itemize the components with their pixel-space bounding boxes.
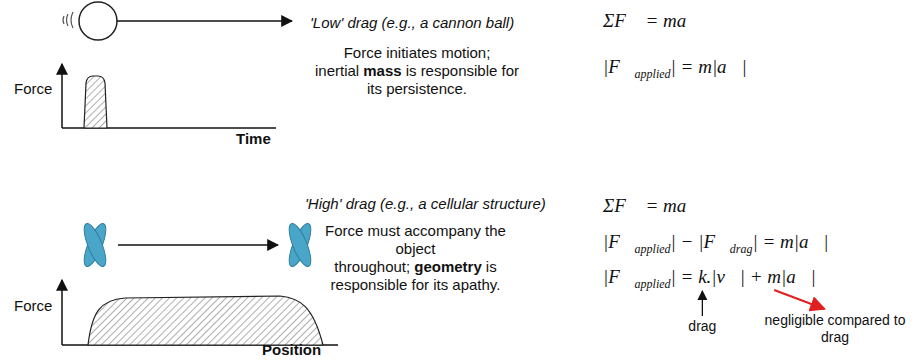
equation: | = m|a⃗| (752, 231, 828, 252)
subscript: applied (635, 277, 671, 291)
text-group: Force (14, 80, 52, 97)
motion-arrow (118, 244, 278, 246)
equation: ΣF⃗ = ma⃗ (603, 195, 701, 216)
equation: |F⃗ (603, 266, 635, 287)
text-group: 'High' drag (e.g., a cellular structure) (305, 195, 546, 212)
subscript: applied (635, 242, 671, 256)
force-position-graph (62, 280, 338, 345)
text-group: ΣF⃗ = ma⃗ (603, 195, 701, 217)
axis-label: Time (236, 130, 271, 147)
equation: | = m|a⃗| (671, 56, 747, 77)
text-group: 'Low' drag (e.g., a cannon ball) (310, 14, 514, 31)
description: geometry (414, 258, 482, 275)
heading: 'High' drag (e.g., a cellular structure) (305, 195, 546, 212)
axis-label: Force (14, 297, 52, 314)
heading: 'Low' drag (e.g., a cannon ball) (310, 14, 514, 31)
text-group: Force must accompany the object througho… (318, 222, 513, 294)
text-group: Time (236, 130, 271, 147)
equation: |F⃗ (603, 231, 635, 252)
axis-label: Force (14, 80, 52, 97)
text-group: |F⃗applied| = m|a⃗| (603, 56, 747, 82)
description: mass (363, 62, 401, 79)
subscript: applied (635, 67, 671, 81)
cannon-ball (63, 2, 292, 40)
leader-line (702, 291, 703, 316)
text-group: Force initiates motion; inertialmassis r… (312, 44, 522, 98)
text-group: Position (262, 341, 321, 358)
text-group: |F⃗applied| − |F⃗drag| = m|a⃗| (603, 231, 828, 257)
text-group: negligible compared to drag (760, 312, 910, 346)
subscript: drag (730, 242, 753, 256)
axis-label: Position (262, 341, 321, 358)
text-group: drag (688, 318, 716, 335)
annotation: negligible compared to drag (765, 312, 906, 345)
equation: ΣF⃗ = ma⃗ (603, 10, 701, 31)
text-group: ΣF⃗ = ma⃗ (603, 10, 701, 32)
equation: | − |F⃗ (671, 231, 730, 252)
equation: | = k.|v⃗| + m|a⃗| (671, 266, 816, 287)
leader-line (774, 290, 824, 309)
force-time-graph (62, 64, 276, 128)
text-group: |F⃗applied| = k.|v⃗| + m|a⃗| (603, 266, 816, 292)
cellular-structure (285, 221, 315, 269)
text-group: Force (14, 297, 52, 314)
annotation: drag (688, 318, 716, 334)
equation: |F⃗ (603, 56, 635, 77)
cellular-structure (80, 221, 110, 269)
